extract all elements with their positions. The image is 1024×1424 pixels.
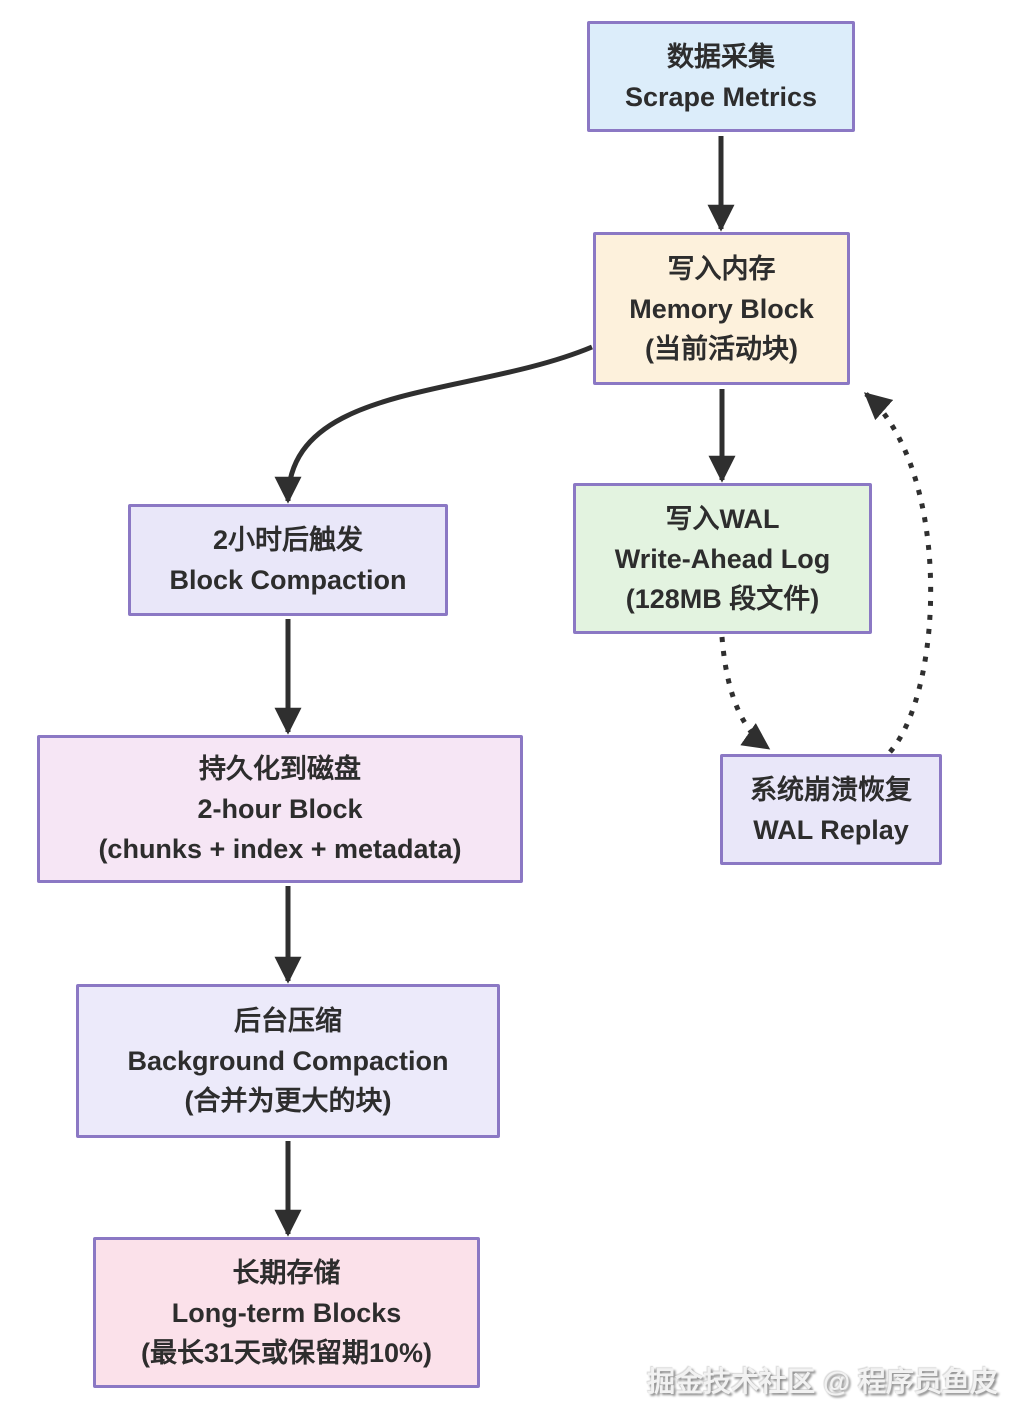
node-write-wal: 写入WAL Write-Ahead Log (128MB 段文件) (573, 483, 872, 634)
node-line-en: Long-term Blocks (171, 1297, 402, 1328)
node-line-note: (chunks + index + metadata) (98, 834, 462, 864)
node-line-zh: 2小时后触发 (212, 525, 364, 555)
node-background-compaction: 后台压缩 Background Compaction (合并为更大的块) (76, 984, 500, 1138)
node-line-en: 2-hour Block (197, 794, 363, 824)
node-two-hour-block: 持久化到磁盘 2-hour Block (chunks + index + me… (37, 735, 523, 883)
node-line-zh: 写入WAL (665, 503, 780, 534)
node-line-zh: 数据采集 (667, 41, 775, 72)
node-line-note: (最长31天或保留期10%) (140, 1337, 433, 1368)
node-line-en: WAL Replay (753, 814, 909, 845)
node-line-en: Block Compaction (169, 565, 407, 595)
node-memory-block: 写入内存 Memory Block (当前活动块) (593, 232, 850, 385)
node-line-note: (合并为更大的块) (184, 1086, 392, 1116)
arrow-wal-to-replay-dashed (719, 636, 771, 751)
node-line-en: Background Compaction (127, 1046, 449, 1076)
node-scrape-metrics: 数据采集 Scrape Metrics (587, 21, 855, 132)
node-line-note: (128MB 段文件) (625, 583, 820, 614)
node-long-term-blocks: 长期存储 Long-term Blocks (最长31天或保留期10%) (93, 1237, 480, 1388)
node-line-note: (当前活动块) (645, 333, 798, 364)
node-line-zh: 后台压缩 (234, 1006, 342, 1036)
node-line-en: Write-Ahead Log (614, 543, 831, 574)
node-line-zh: 长期存储 (232, 1257, 341, 1288)
node-line-zh: 系统崩溃恢复 (750, 774, 912, 805)
watermark: 掘金技术社区 @ 程序员鱼皮 (647, 1366, 998, 1397)
node-line-en: Scrape Metrics (624, 81, 818, 112)
node-line-zh: 写入内存 (667, 253, 776, 284)
arrow-replay-to-memory-dashed (863, 392, 934, 754)
node-wal-replay: 系统崩溃恢复 WAL Replay (720, 754, 942, 865)
node-line-zh: 持久化到磁盘 (199, 754, 361, 784)
node-line-en: Memory Block (629, 293, 814, 324)
arrow-memory-to-compaction (274, 344, 593, 504)
node-block-compaction: 2小时后触发 Block Compaction (128, 504, 448, 616)
